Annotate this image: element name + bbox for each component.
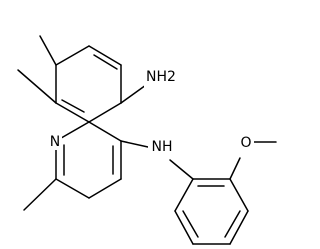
bond xyxy=(55,102,90,123)
bond xyxy=(55,178,90,199)
bond xyxy=(182,210,199,238)
amine-nh2-label: NH2 xyxy=(146,69,176,85)
bond xyxy=(174,178,194,212)
methyl-bond xyxy=(17,69,57,104)
bond xyxy=(88,102,122,123)
oxygen-label: O xyxy=(240,135,251,151)
pyridine-ring xyxy=(55,121,122,199)
phenyl-ring xyxy=(169,159,249,245)
bond xyxy=(88,121,122,142)
amine-bond xyxy=(120,84,147,104)
amine-bond xyxy=(120,140,149,148)
bond xyxy=(169,159,194,180)
bond xyxy=(55,45,90,66)
ring-nitrogen-label: N xyxy=(50,134,60,150)
bond xyxy=(229,178,249,212)
bond xyxy=(61,99,85,113)
quinoline-substituents xyxy=(17,35,149,211)
molecule-structure: N NH2 NH O xyxy=(17,35,277,245)
bond xyxy=(229,210,249,245)
atom-labels: N NH2 NH O xyxy=(48,68,254,157)
bond xyxy=(93,54,118,70)
amine-nh-label: NH xyxy=(152,139,173,155)
methyl-bond xyxy=(23,178,57,211)
bond xyxy=(88,178,122,199)
bond xyxy=(174,210,194,245)
bond xyxy=(224,210,241,238)
bond xyxy=(229,157,241,180)
methyl-bond xyxy=(39,35,57,66)
benzo-ring xyxy=(55,45,122,123)
bond xyxy=(88,45,122,66)
